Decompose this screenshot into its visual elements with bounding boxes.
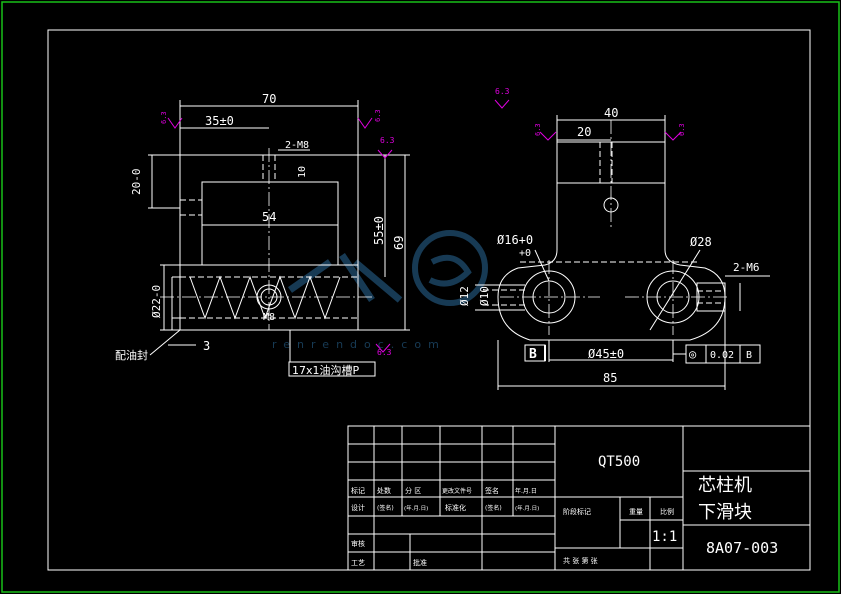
scale-value: 1:1	[652, 529, 677, 545]
dim-dia22: Ø22-0	[150, 285, 163, 318]
label-count: 处数	[377, 486, 391, 495]
label-std-sign: (签名)	[485, 504, 502, 512]
tolerance-frame	[685, 344, 761, 364]
svg-text:6.3: 6.3	[534, 123, 542, 136]
part-name-line1: 芯柱机	[698, 475, 752, 496]
roughness-mark: 6.3	[160, 111, 183, 129]
label-sheets: 共 张 第 张	[563, 556, 598, 565]
dim-dia28: Ø28	[690, 235, 712, 249]
svg-text:6.3: 6.3	[495, 87, 510, 96]
label-stage: 阶段标记	[563, 507, 591, 516]
roughness-mark: 6.3	[357, 109, 382, 129]
label-design-date: (年.月.日)	[404, 504, 428, 512]
dim-h69: 69	[392, 236, 406, 250]
dim-dia10: Ø10	[478, 286, 491, 306]
dim-85: 85	[603, 371, 617, 385]
roughness-mark: 6.3	[494, 87, 510, 109]
label-design-sign: (签名)	[377, 504, 394, 512]
label-approve: 批准	[413, 558, 427, 567]
dim-half: 35±0	[205, 114, 234, 128]
svg-text:6.3: 6.3	[160, 111, 168, 124]
material: QT500	[598, 454, 640, 470]
front-view: 70 35±0 2-M8 10 54 20-0 55±0 69 Ø22-0 M8…	[115, 92, 410, 377]
svg-text:6.3: 6.3	[380, 136, 395, 145]
roughness-mark: 6.3	[664, 123, 686, 141]
dim-dia45: Ø45±0	[588, 347, 624, 361]
dim-dia16: Ø16+0	[497, 233, 533, 247]
svg-text:6.3: 6.3	[678, 123, 686, 136]
label-oil-seal: 配油封	[115, 348, 148, 362]
tol-value: 0.02	[710, 350, 734, 361]
dim-inner: 54	[262, 210, 276, 224]
label-scale: 比例	[660, 507, 674, 516]
tol-datum: B	[746, 350, 752, 361]
dim-width: 70	[262, 92, 276, 106]
part-name-line2: 下滑块	[698, 502, 752, 523]
tol-symbol: ◎	[689, 347, 696, 361]
label-change-doc: 更改文件号	[442, 487, 472, 495]
datum-b: B	[529, 347, 537, 362]
dim-40: 40	[604, 106, 618, 120]
svg-text:6.3: 6.3	[374, 109, 382, 122]
roughness-mark: 6.3	[377, 136, 395, 159]
watermark-text: renrendoc.com	[272, 338, 446, 351]
dim-tap: 2-M8	[285, 140, 309, 151]
dim-dia16-lower: +0	[519, 248, 531, 259]
title-block: 标记 处数 分 区 更改文件号 签名 年.月.日 设计 (签名) (年.月.日)…	[347, 425, 811, 571]
label-std-date: (年.月.日)	[515, 504, 539, 512]
tap-hole	[256, 284, 282, 310]
side-view: 40 20 Ø16+0 +0 Ø28 2-M6 Ø12 Ø10 Ø45±0 85…	[458, 87, 770, 390]
oil-groove-spiral	[189, 275, 341, 320]
label-review: 审核	[351, 539, 365, 548]
svg-text:6.3: 6.3	[377, 348, 392, 357]
dim-3: 3	[203, 339, 210, 353]
roughness-mark: 6.3	[534, 123, 557, 141]
dim-2m6: 2-M6	[733, 261, 760, 274]
roughness-mark: 6.3	[375, 343, 392, 357]
dim-dia12: Ø12	[458, 286, 471, 306]
label-sign: 签名	[485, 486, 499, 495]
label-groove: 17x1油沟槽P	[292, 363, 360, 377]
dim-20: 20	[577, 125, 591, 139]
lower-body-outline	[179, 264, 359, 331]
label-mark: 标记	[351, 486, 365, 495]
label-zone: 分 区	[405, 486, 421, 495]
watermark-logo: renrendoc.com	[272, 230, 488, 351]
dim-h55: 55±0	[372, 216, 386, 245]
dim-height-left: 20-0	[130, 169, 143, 196]
dim-depth: 10	[297, 166, 308, 178]
label-process: 工艺	[351, 559, 365, 567]
label-design: 设计	[351, 503, 365, 512]
drawing-number: 8A07-003	[706, 539, 778, 557]
dim-m8: M8	[263, 312, 275, 323]
label-standard: 标准化	[445, 503, 466, 512]
side-body-outline	[497, 141, 726, 341]
label-weight: 重量	[629, 508, 643, 516]
label-date: 年.月.日	[515, 487, 537, 495]
